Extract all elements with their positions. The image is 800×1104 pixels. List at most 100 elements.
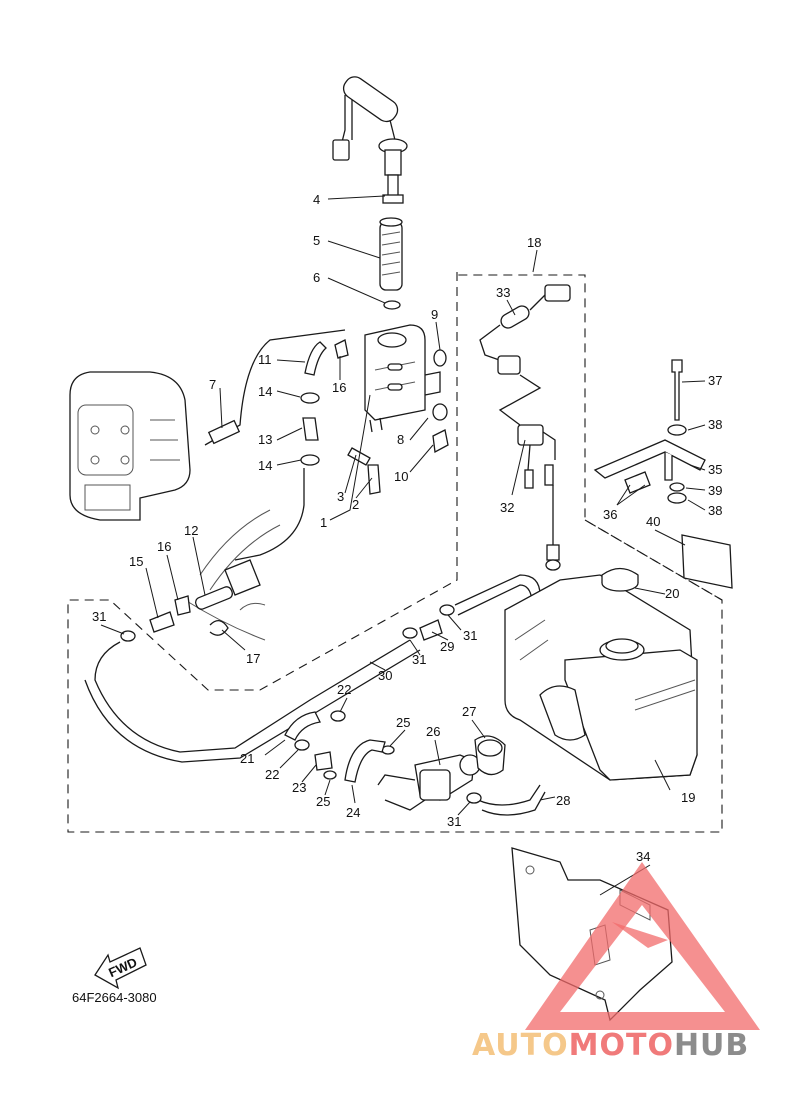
- part-label-26: 26: [426, 724, 440, 739]
- hose-12: [194, 586, 234, 610]
- collar-2: [367, 464, 381, 495]
- filter-element-5: [379, 217, 403, 291]
- cap-9: [433, 349, 447, 367]
- part-label-38a: 38: [708, 417, 722, 432]
- fitting-29: [419, 619, 443, 641]
- watermark-brand: AUTOMOTOHUB: [472, 1028, 749, 1063]
- hose-to-pump: [234, 468, 305, 561]
- clamp-25a: [323, 770, 337, 780]
- bolt-37: [671, 359, 683, 421]
- hose-joint-7: [207, 419, 241, 445]
- part-label-2: 2: [352, 497, 359, 512]
- part-label-29: 29: [440, 639, 454, 654]
- part-label-20: 20: [665, 586, 679, 601]
- spacer-36: [624, 471, 651, 494]
- part-label-11: 11: [258, 352, 272, 367]
- part-label-18: 18: [527, 235, 541, 250]
- part-label-12: 12: [184, 523, 198, 538]
- part-label-40: 40: [646, 514, 660, 529]
- nut-39: [669, 482, 685, 492]
- watermark-brand-auto: AUTO: [472, 1028, 569, 1063]
- clamp-31c: [439, 604, 455, 616]
- part-label-33: 33: [496, 285, 510, 300]
- engine-cover-outline: [69, 371, 191, 521]
- part-label-25b: 25: [316, 794, 330, 809]
- engine-bracket: [184, 509, 281, 641]
- part-label-36: 36: [603, 507, 617, 522]
- hose-28: [477, 784, 541, 806]
- watermark-brand-hub: HUB: [674, 1028, 749, 1063]
- part-label-4: 4: [313, 192, 320, 207]
- cap-27: [474, 735, 506, 776]
- part-label-27: 27: [462, 704, 476, 719]
- hose-21: [284, 711, 321, 741]
- clip-16b: [174, 595, 191, 616]
- part-label-32: 32: [500, 500, 514, 515]
- hose-11: [304, 341, 327, 376]
- clamp-14b: [300, 454, 320, 466]
- part-label-21: 21: [240, 751, 254, 766]
- watermark: AUTOMOTOHUB: [472, 862, 760, 1063]
- part-label-31b: 31: [463, 628, 477, 643]
- part-label-3: 3: [337, 489, 344, 504]
- fwd-direction-arrow: FWD: [94, 947, 147, 990]
- fitting-15: [149, 611, 175, 633]
- o-ring-6: [383, 300, 401, 310]
- part-label-10: 10: [394, 469, 408, 484]
- clip-16a: [334, 339, 349, 359]
- part-label-38b: 38: [708, 503, 722, 518]
- fuel-hose-7: [204, 329, 346, 446]
- diagram-code: 64F2664-3080: [72, 990, 157, 1005]
- part-label-16: 16: [332, 380, 346, 395]
- grommet-8: [432, 403, 448, 421]
- washer-38b: [667, 492, 687, 504]
- clamp-31a: [120, 630, 136, 642]
- watermark-triangle-logo: [525, 862, 760, 1030]
- part-label-19: 19: [681, 790, 695, 805]
- part-label-35: 35: [708, 462, 722, 477]
- washer-38a: [667, 424, 687, 436]
- part-label-22a: 22: [337, 682, 351, 697]
- part-label-8: 8: [397, 432, 404, 447]
- hose-24: [344, 739, 386, 783]
- part-number-labels: 4 5 6 7 9 11 16 14 13 14 8 10 3 2 1 12 1…: [92, 192, 722, 864]
- fuel-level-sender-4: [332, 76, 408, 204]
- joint-13: [302, 417, 319, 441]
- part-label-14: 14: [258, 384, 272, 399]
- part-label-15: 15: [129, 554, 143, 569]
- part-label-31d: 31: [447, 814, 461, 829]
- clamp-14a: [300, 392, 320, 404]
- clamp-31d: [466, 792, 482, 804]
- part-label-25a: 25: [396, 715, 410, 730]
- part-label-30: 30: [378, 668, 392, 683]
- part-label-7: 7: [209, 377, 216, 392]
- part-label-16b: 16: [157, 539, 171, 554]
- part-label-1: 1: [320, 515, 327, 530]
- part-label-24: 24: [346, 805, 360, 820]
- part-label-9: 9: [431, 307, 438, 322]
- tank-strap-35: [593, 439, 706, 481]
- clamp-22a: [330, 710, 346, 722]
- part-label-39: 39: [708, 483, 722, 498]
- watermark-arrow-mark: [612, 922, 668, 948]
- part-label-23: 23: [292, 780, 306, 795]
- fuel-pump-26: [377, 754, 481, 811]
- bolt-10: [432, 429, 449, 454]
- leader-lines: [100, 195, 706, 896]
- part-label-37: 37: [708, 373, 722, 388]
- wire-harness-33: [479, 284, 571, 426]
- part-label-22b: 22: [265, 767, 279, 782]
- fuel-tank-19: [504, 574, 698, 781]
- assembly-boundaries: [67, 272, 723, 833]
- fitting-23: [314, 751, 333, 771]
- hose-28b: [481, 791, 546, 816]
- part-label-28: 28: [556, 793, 570, 808]
- part-label-13: 13: [258, 432, 272, 447]
- part-label-5: 5: [313, 233, 320, 248]
- clamp-31b: [402, 627, 418, 639]
- part-label-17: 17: [246, 651, 260, 666]
- part-label-6: 6: [313, 270, 320, 285]
- label-40: [681, 534, 733, 589]
- hose-30: [94, 639, 411, 753]
